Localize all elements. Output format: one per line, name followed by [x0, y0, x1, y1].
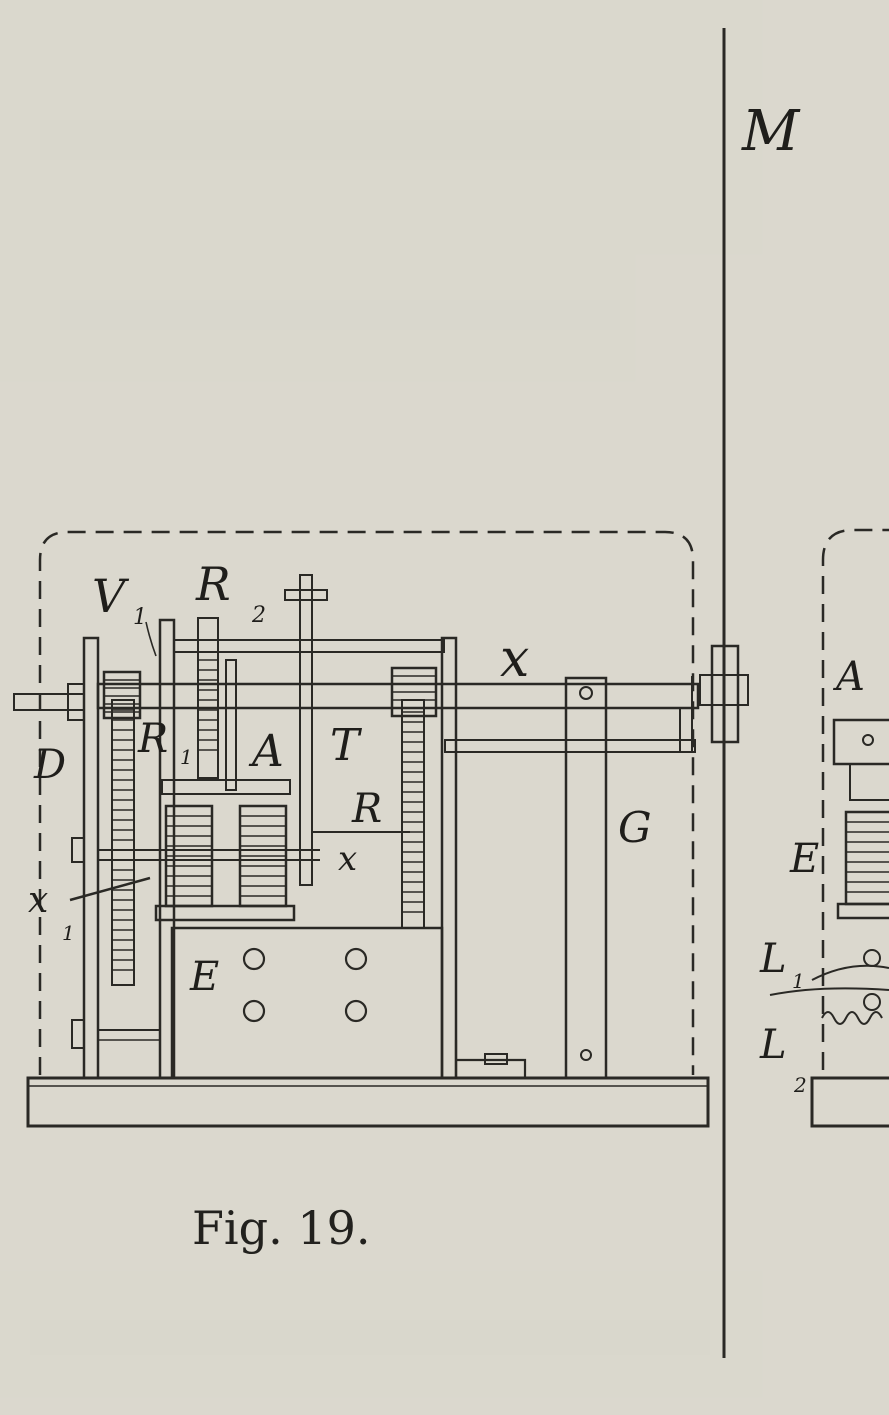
side-label-e: E	[789, 836, 819, 882]
frame-bolt-low	[71, 1019, 85, 1049]
side-figure-partial: M A E L 1 L 2	[741, 99, 889, 1128]
label-r1-sub: 1	[180, 745, 193, 769]
side-contact-arm-1	[811, 964, 889, 981]
label-d: D	[33, 742, 66, 788]
label-v1-sub: 1	[133, 605, 147, 630]
right-frame-foot	[454, 1040, 527, 1078]
label-a: A	[248, 726, 284, 777]
label-r2: R	[195, 557, 231, 611]
side-dashed-cover	[821, 528, 889, 1070]
shaft-d-collar	[67, 683, 85, 721]
side-coil-yoke	[836, 902, 889, 920]
r-gear-teeth	[402, 711, 424, 913]
label-t: T	[330, 720, 363, 771]
r1-gear-column	[197, 617, 219, 779]
label-x-small: x	[338, 839, 357, 879]
label-m: M	[741, 99, 801, 164]
wall-bracket-nut	[699, 674, 749, 706]
post-bottom-bolt	[580, 1049, 592, 1061]
left-gear-column	[111, 699, 135, 986]
wall-bracket	[710, 644, 740, 744]
r2-cross-bar	[284, 589, 328, 601]
label-e: E	[189, 954, 219, 1000]
pin-x1	[69, 876, 151, 902]
label-g: G	[618, 803, 652, 852]
electromagnet-coils	[154, 804, 296, 922]
label-x1: x	[28, 880, 48, 921]
side-label-l2: L	[759, 1022, 787, 1068]
coil-yoke	[154, 904, 296, 922]
right-frame-plate	[440, 636, 458, 1080]
magnet-top-bar	[161, 779, 291, 795]
side-contact-2	[863, 993, 881, 1011]
side-base-plate	[810, 1076, 889, 1128]
side-label-a: A	[832, 654, 865, 700]
label-r: R	[351, 786, 382, 832]
side-label-l1-sub: 1	[792, 969, 805, 993]
left-pinion	[102, 670, 142, 720]
dashed-cover-outline	[38, 530, 695, 1075]
side-spring	[821, 1011, 883, 1025]
fig-19-drawing: V 1 R 2 D R 1 A T R x x x 1 E G Fig. 19.	[13, 530, 749, 1255]
side-contact-1	[863, 949, 881, 967]
foot-bolt	[484, 1053, 508, 1065]
label-r1: R	[137, 716, 168, 762]
label-x1-sub: 1	[62, 921, 75, 945]
label-x-big: x	[500, 629, 529, 689]
label-v1: V	[92, 569, 130, 623]
side-coil-windings	[846, 821, 889, 893]
r1-gear-teeth	[198, 659, 218, 751]
side-label-l1: L	[759, 936, 787, 982]
side-block-bolt	[862, 734, 874, 746]
side-neck	[849, 763, 889, 801]
leader-v1	[145, 621, 157, 657]
figure-caption: Fig. 19.	[192, 1201, 370, 1255]
support-post-g	[564, 676, 608, 1080]
side-wire	[769, 987, 889, 996]
r-pinion-teeth	[392, 675, 436, 709]
left-pinion-teeth	[104, 679, 140, 713]
label-r2-sub: 2	[251, 603, 266, 628]
shaft-x-lower	[444, 739, 696, 753]
upper-shaft	[173, 639, 445, 653]
armature-rod	[225, 659, 237, 791]
side-label-l2-sub: 2	[793, 1073, 807, 1097]
r2-spindle	[299, 574, 313, 886]
base-block-holes	[242, 947, 368, 1023]
frame-bolt-mid	[71, 837, 85, 863]
shaft-bend	[679, 676, 693, 752]
post-top-bolt	[579, 686, 593, 700]
